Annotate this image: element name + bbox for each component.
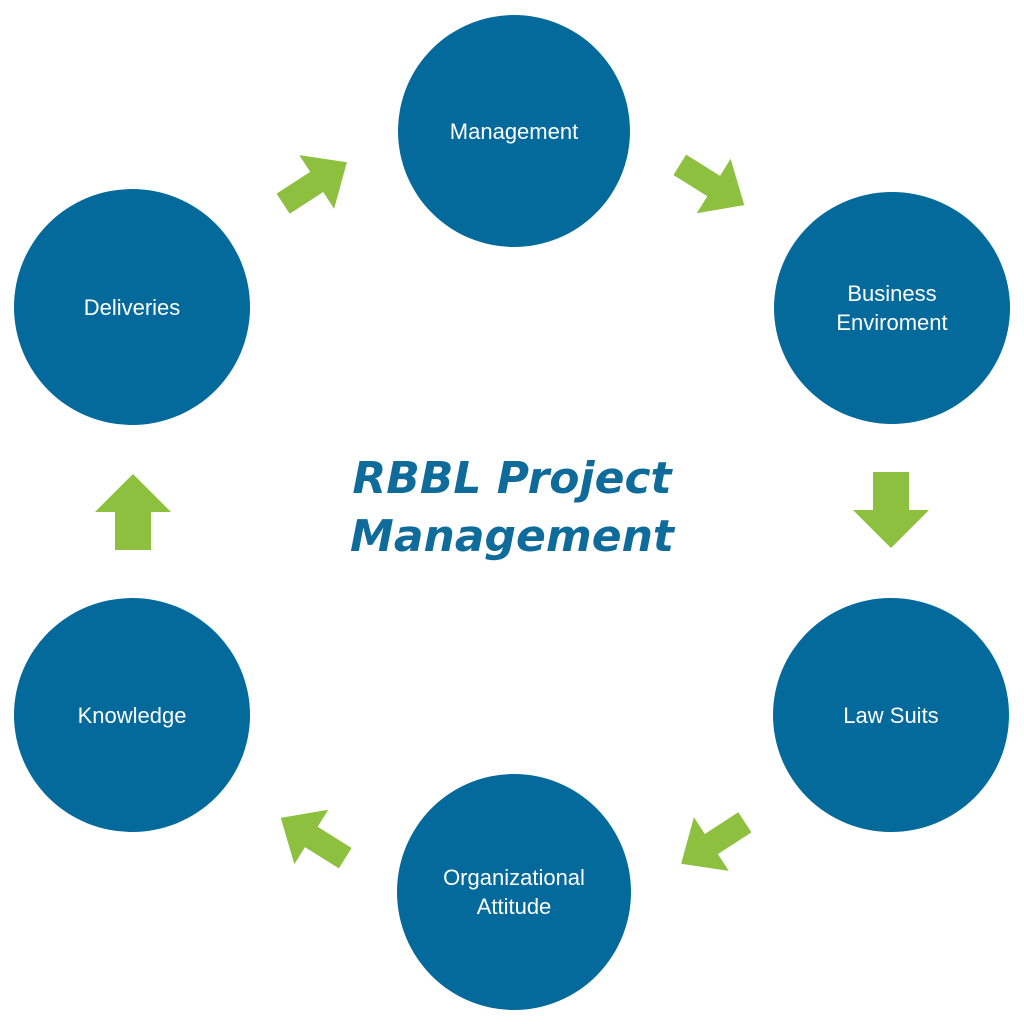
node-law-suits: Law Suits: [773, 598, 1009, 832]
node-label-management: Management: [449, 118, 579, 144]
node-management: Management: [398, 15, 630, 247]
arrow-business-environment-to-law-suits: [853, 472, 929, 548]
node-organizational-attitude: Organizational Attitude: [397, 774, 631, 1010]
arrow-organizational-attitude-to-knowledge: [280, 809, 352, 869]
arrow-law-suits-to-organizational-attitude: [681, 812, 752, 871]
node-label-organizational-attitude: Organizational Attitude: [443, 865, 585, 919]
arrow-management-to-business-environment: [673, 154, 745, 214]
node-label-law-suits: Law Suits: [843, 702, 939, 728]
node-business-environment: Business Enviroment: [774, 192, 1010, 424]
arrow-deliveries-to-management: [276, 155, 347, 214]
node-deliveries: Deliveries: [14, 189, 250, 425]
diagram-title-line2: Management: [350, 511, 674, 562]
arrow-knowledge-to-deliveries: [95, 474, 171, 550]
node-label-deliveries: Deliveries: [83, 294, 181, 320]
node-label-knowledge: Knowledge: [77, 702, 187, 728]
node-knowledge: Knowledge: [14, 598, 250, 832]
diagram-title: RBBL Project Management: [212, 450, 812, 566]
diagram-title-line1: RBBL Project: [352, 453, 672, 504]
node-label-business-environment: Business Enviroment: [836, 281, 948, 335]
